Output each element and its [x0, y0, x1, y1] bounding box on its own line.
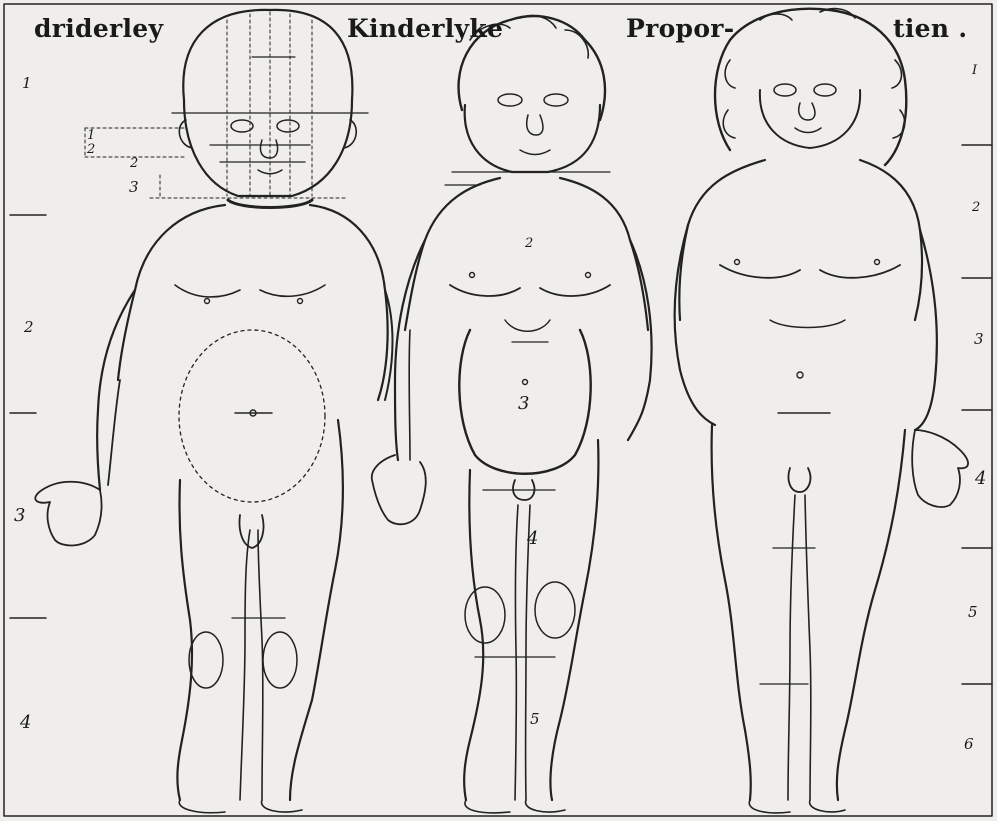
right-scale-number: 2 — [972, 200, 980, 215]
left-scale-number: 4 — [20, 712, 31, 733]
right-scale-number: I — [972, 63, 977, 78]
head-scale-number: 2 — [130, 156, 138, 171]
right-scale-number: 4 — [975, 468, 986, 489]
right-scale-number: 6 — [964, 735, 974, 753]
title-word-4: tien . — [893, 14, 967, 43]
head-scale-number: 1 — [87, 128, 95, 143]
right-scale-number: 3 — [974, 330, 984, 348]
left-scale-ticks — [10, 215, 46, 618]
middle-figure-number: 2 — [525, 236, 533, 251]
left-scale-number: 2 — [24, 318, 34, 336]
middle-child-figure — [372, 16, 652, 813]
right-child-figure — [675, 9, 968, 813]
title-word-1: driderley — [34, 14, 163, 43]
middle-figure-number: 3 — [518, 393, 529, 414]
head-scale-number: 2 — [87, 142, 95, 157]
right-scale-number: 5 — [968, 603, 978, 621]
head-scale-number: 3 — [129, 178, 139, 196]
plate-border — [4, 4, 992, 816]
title-word-3: Propor- — [626, 14, 734, 43]
title-word-2: Kinderlyke — [347, 14, 503, 43]
middle-figure-number: 5 — [530, 710, 540, 728]
left-scale-number: 1 — [22, 74, 32, 92]
middle-figure-number: 4 — [527, 528, 538, 549]
left-scale-number: 3 — [14, 505, 25, 526]
